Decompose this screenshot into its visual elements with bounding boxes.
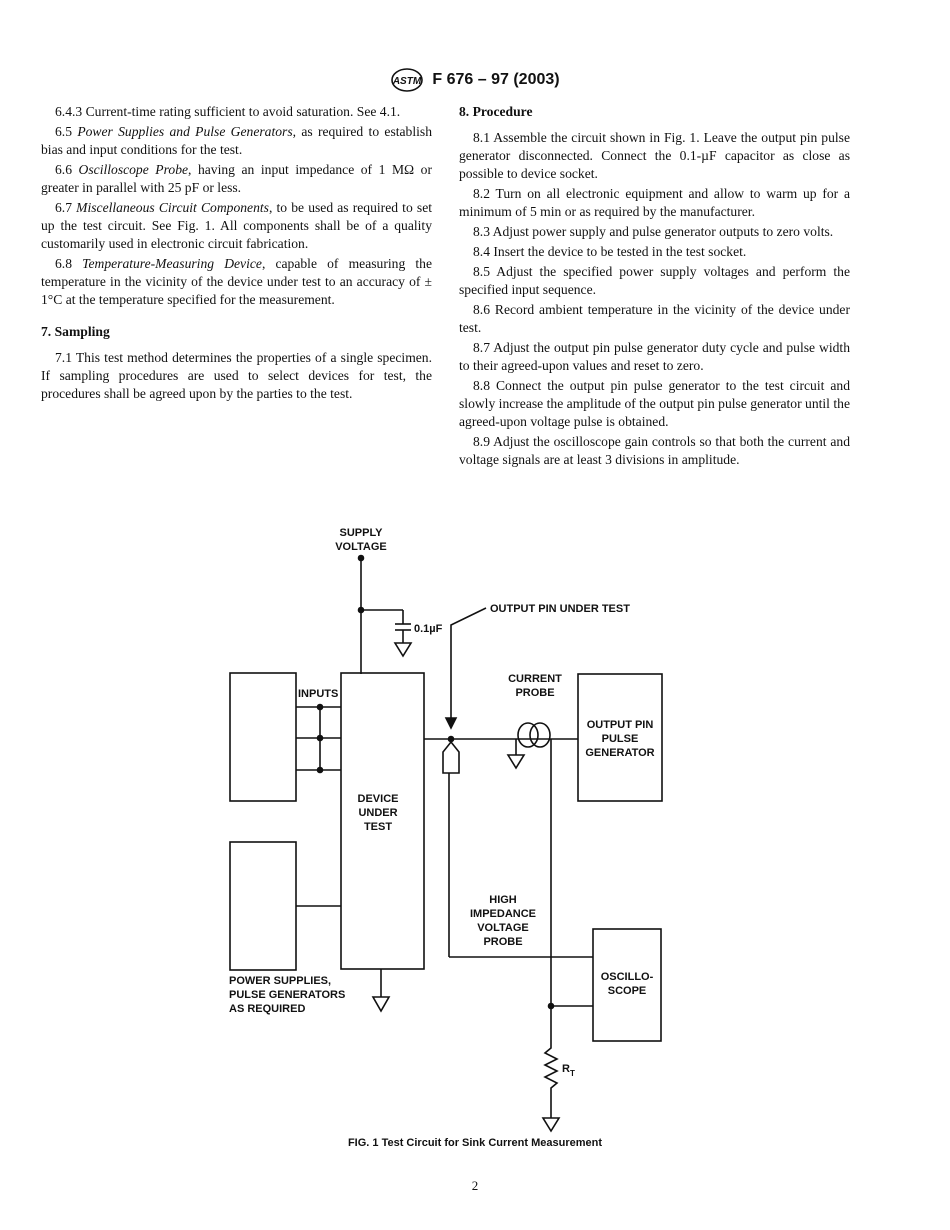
label-current: CURRENT — [508, 673, 562, 685]
label-impedance: IMPEDANCE — [470, 908, 536, 920]
paragraph-6-4-3: 6.4.3 Current-time rating sufficient to … — [55, 104, 401, 119]
label-supply: SUPPLY — [339, 527, 383, 539]
label-pulse-generators: PULSE GENERATORS — [229, 989, 345, 1001]
procedure-step: 8.9 Adjust the oscilloscope gain control… — [459, 434, 850, 467]
label-under: UNDER — [358, 807, 397, 819]
procedure-step: 8.6 Record ambient temperature in the vi… — [459, 302, 850, 335]
label-oscillo: OSCILLO- — [601, 971, 654, 983]
label-voltage: VOLTAGE — [335, 541, 387, 553]
procedure-step: 8.2 Turn on all electronic equipment and… — [459, 186, 850, 219]
label-power-supplies: POWER SUPPLIES, — [229, 975, 331, 987]
page-header: ASTM F 676 – 97 (2003) — [0, 66, 950, 94]
astm-logo-icon: ASTM — [391, 68, 424, 92]
section-8-heading: 8. Procedure — [459, 104, 533, 119]
document-designation: F 676 – 97 (2003) — [432, 71, 560, 88]
label-output-pin: OUTPUT PIN — [587, 719, 654, 731]
figure-caption: FIG. 1 Test Circuit for Sink Current Mea… — [347, 1137, 603, 1149]
label-generator: GENERATOR — [585, 747, 654, 759]
procedure-step: 8.4 Insert the device to be tested in th… — [473, 244, 747, 259]
label-device: DEVICE — [358, 793, 399, 805]
procedure-step: 8.7 Adjust the output pin pulse generato… — [459, 340, 850, 373]
label-probe: PROBE — [515, 687, 554, 699]
paragraph-6-6: 6.6 Oscilloscope Probe, having an input … — [41, 162, 432, 195]
label-pulse: PULSE — [602, 733, 639, 745]
test-circuit-diagram: SUPPLY VOLTAGE 0.1µF OUTPUT PIN UNDER TE… — [229, 527, 663, 1133]
label-output-pin-under-test: OUTPUT PIN UNDER TEST — [490, 603, 630, 615]
paragraph-7-1: 7.1 This test method determines the prop… — [41, 350, 432, 401]
paragraph-6-8: 6.8 Temperature-Measuring Device, capabl… — [41, 256, 432, 307]
svg-text:ASTM: ASTM — [392, 76, 422, 87]
label-resistor: RT — [562, 1063, 575, 1078]
procedure-step: 8.8 Connect the output pin pulse generat… — [459, 378, 850, 429]
label-probe-2: PROBE — [483, 936, 522, 948]
label-test: TEST — [364, 821, 392, 833]
label-inputs: INPUTS — [298, 688, 338, 700]
paragraph-6-5: 6.5 Power Supplies and Pulse Generators,… — [41, 124, 432, 157]
left-column: 6.4.3 Current-time rating sufficient to … — [41, 103, 432, 405]
label-as-required: AS REQUIRED — [229, 1003, 305, 1015]
paragraph-6-7: 6.7 Miscellaneous Circuit Components, to… — [41, 200, 433, 251]
page-number: 2 — [471, 1178, 479, 1193]
procedure-step: 8.5 Adjust the specified power supply vo… — [459, 264, 850, 297]
section-7-heading: 7. Sampling — [41, 324, 110, 339]
right-column: 8. Procedure 8.1 Assemble the circuit sh… — [459, 103, 850, 471]
label-high: HIGH — [489, 894, 517, 906]
label-scope: SCOPE — [608, 985, 647, 997]
label-capacitor: 0.1µF — [414, 623, 443, 635]
procedure-step: 8.1 Assemble the circuit shown in Fig. 1… — [459, 130, 850, 181]
procedure-step: 8.3 Adjust power supply and pulse genera… — [473, 224, 834, 239]
label-voltage-probe: VOLTAGE — [477, 922, 529, 934]
